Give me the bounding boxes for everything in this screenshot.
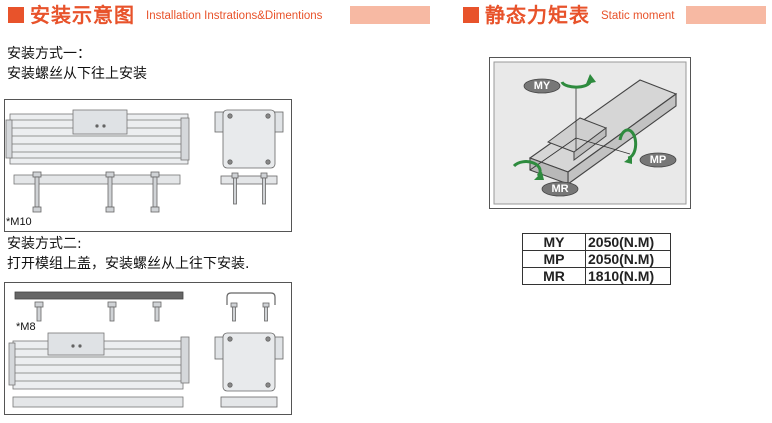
table-row: MY 2050(N.M) [522,233,671,251]
value-cell: 1810(N.M) [585,267,671,285]
static-moment-subtitle: Static moment [601,10,675,22]
axis-cell: MP [522,250,586,268]
method1-drawing-svg [5,109,284,213]
method1-screw-label: *M10 [6,216,32,228]
installation-title: 安装示意图 [30,3,135,27]
moment-diagram-svg [493,61,687,205]
header-bar [350,6,430,24]
value-cell: 2050(N.M) [585,250,671,268]
header-bar [686,6,766,24]
method2-screw-label: *M8 [16,321,36,333]
method1-drawing [4,99,292,232]
table-row: MP 2050(N.M) [522,250,671,268]
my-label: MY [533,80,551,92]
axis-cell: MY [522,233,586,251]
method2-drawing [4,282,292,415]
axis-cell: MR [522,267,586,285]
static-moment-title: 静态力矩表 [485,3,590,27]
method2-heading: 安装方式二: [7,236,82,252]
header-square-icon [8,7,24,23]
mr-label: MR [551,183,569,195]
mp-label: MP [649,154,667,166]
header-square-icon [463,7,479,23]
value-cell: 2050(N.M) [585,233,671,251]
method1-heading: 安装方式一： [7,46,91,62]
method1-description: 安装螺丝从下往上安装 [7,66,147,82]
method2-drawing-svg [8,291,284,408]
moment-diagram: MY MP MR [489,57,691,209]
installation-subtitle: Installation Instrations&Dimentions [146,10,323,22]
method2-description: 打开模组上盖，安装螺丝从上往下安装. [7,256,250,272]
table-row: MR 1810(N.M) [522,267,671,285]
moment-table: MY 2050(N.M) MP 2050(N.M) MR 1810(N.M) [522,233,671,285]
